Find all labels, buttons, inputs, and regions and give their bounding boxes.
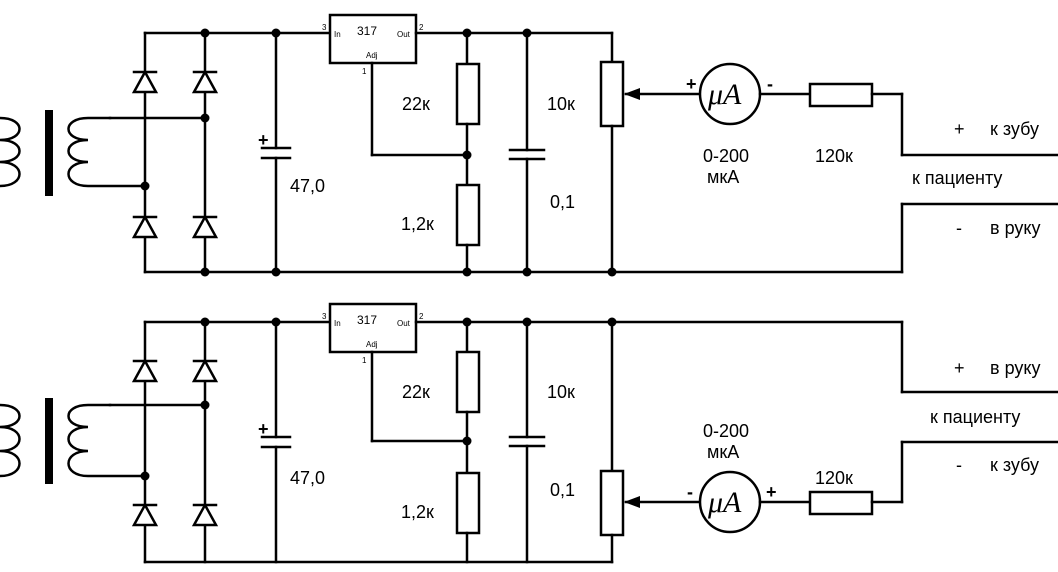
meter-polarity-left: + xyxy=(686,74,697,94)
microammeter: μA - + 0-200 мкА xyxy=(687,421,812,534)
diode xyxy=(131,358,159,383)
output-label-top: в руку xyxy=(990,358,1040,378)
meter-polarity-left: - xyxy=(687,482,693,502)
diode xyxy=(191,69,219,94)
pot-label: 10к xyxy=(547,382,575,402)
diode xyxy=(191,358,219,383)
r-bottom-label: 1,2к xyxy=(401,214,434,234)
regulator-out-pin: Out xyxy=(397,319,411,328)
transformer xyxy=(0,110,207,196)
regulator-name: 317 xyxy=(357,24,377,38)
diode xyxy=(131,69,159,94)
transformer xyxy=(0,398,207,484)
output-label-bottom: к зубу xyxy=(990,455,1039,475)
svg-text:+: + xyxy=(258,419,269,439)
output-section: 120к + в руку к пациенту - к зубу xyxy=(610,320,1058,516)
cap-small-label: 0,1 xyxy=(550,480,575,500)
junctions xyxy=(140,317,617,481)
capacitor-main: + 47,0 xyxy=(258,31,325,274)
diode xyxy=(191,214,219,239)
output-sign-plus: + xyxy=(954,358,965,378)
r-bottom-label: 1,2к xyxy=(401,502,434,522)
meter-polarity-right: + xyxy=(766,482,777,502)
regulator-in-pin: In xyxy=(334,30,341,39)
pin-number: 2 xyxy=(419,23,424,32)
output-label-middle: к пациенту xyxy=(912,168,1002,188)
regulator-name: 317 xyxy=(357,313,377,327)
meter-range: 0-200 xyxy=(703,146,749,166)
output-section: 120к + к зубу к пациенту - в руку xyxy=(610,82,1058,274)
potentiometer: 10к xyxy=(547,31,702,274)
meter-range: 0-200 xyxy=(703,421,749,441)
diode xyxy=(131,502,159,527)
output-sign-minus: - xyxy=(956,455,962,475)
diode xyxy=(191,502,219,527)
regulator-in-pin: In xyxy=(334,319,341,328)
regulator-adj-pin: Adj xyxy=(366,340,378,349)
bridge-rectifier xyxy=(131,31,614,274)
output-sign-minus: - xyxy=(956,218,962,238)
svg-text:+: + xyxy=(258,130,269,150)
meter-unit: мкА xyxy=(707,442,739,462)
r-series-label: 120к xyxy=(815,146,853,166)
pot-label: 10к xyxy=(547,94,575,114)
circuit-bottom: + 47,0 317 In Out Adj 3 2 1 22к 1,2к xyxy=(0,302,1058,564)
capacitor-main: + 47,0 xyxy=(258,320,325,564)
meter-symbol: μA xyxy=(707,486,742,519)
cap-small-label: 0,1 xyxy=(550,192,575,212)
junctions xyxy=(140,28,617,277)
diode xyxy=(131,214,159,239)
output-label-bottom: в руку xyxy=(990,218,1040,238)
potentiometer: 10к xyxy=(547,320,702,564)
regulator-317: 317 In Out Adj 3 2 1 xyxy=(322,13,614,157)
r-top-label: 22к xyxy=(402,94,430,114)
pin-number: 1 xyxy=(362,356,367,365)
meter-unit: мкА xyxy=(707,167,739,187)
microammeter: μA + - 0-200 мкА xyxy=(686,62,812,187)
regulator-out-pin: Out xyxy=(397,30,411,39)
meter-polarity-right: - xyxy=(767,74,773,94)
output-label-middle: к пациенту xyxy=(930,407,1020,427)
capacitor-small: 0,1 xyxy=(508,320,575,564)
meter-symbol: μA xyxy=(707,78,742,111)
regulator-317: 317 In Out Adj 3 2 1 xyxy=(322,302,614,443)
pin-number: 1 xyxy=(362,67,367,76)
output-label-top: к зубу xyxy=(990,119,1039,139)
circuit-top: + 47,0 317 In Out Adj 3 2 1 22к 1,2к xyxy=(0,13,1058,277)
bridge-rectifier xyxy=(131,320,614,564)
r-top-label: 22к xyxy=(402,382,430,402)
capacitor-small: 0,1 xyxy=(508,31,575,274)
output-sign-plus: + xyxy=(954,119,965,139)
pin-number: 3 xyxy=(322,312,327,321)
pin-number: 3 xyxy=(322,23,327,32)
regulator-adj-pin: Adj xyxy=(366,51,378,60)
pin-number: 2 xyxy=(419,312,424,321)
resistor-divider: 22к 1,2к xyxy=(401,320,481,564)
cap-main-label: 47,0 xyxy=(290,176,325,196)
r-series-label: 120к xyxy=(815,468,853,488)
cap-main-label: 47,0 xyxy=(290,468,325,488)
